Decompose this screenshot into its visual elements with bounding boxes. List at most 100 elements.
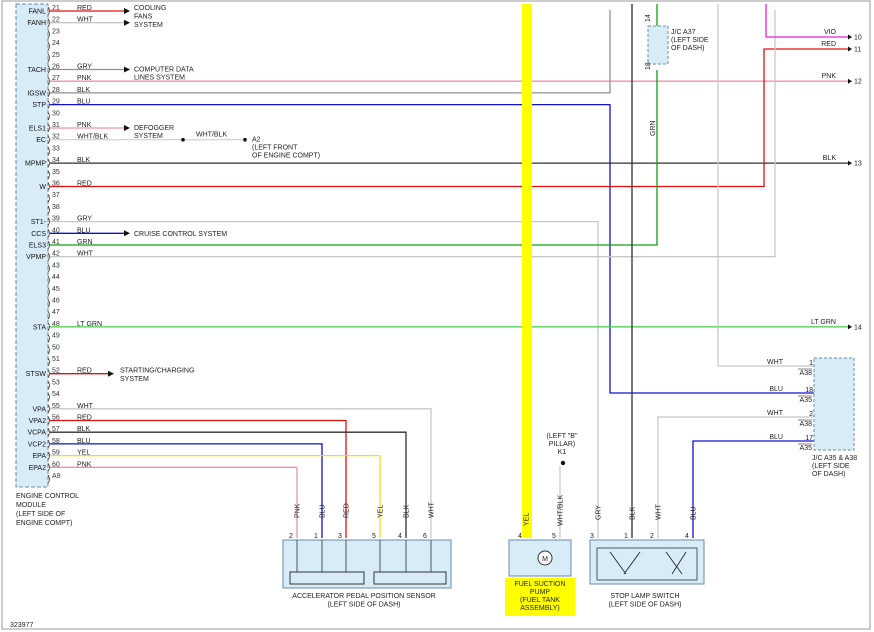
stop-switch-pin-number: 2 (650, 533, 654, 540)
ecm-pin-terminal (47, 18, 50, 27)
wire-color-label: VIO (824, 29, 837, 36)
ecm-pin-number: 27 (52, 75, 60, 82)
ecm-pin-terminal (47, 463, 50, 472)
ecm-pin-terminal (47, 170, 50, 180)
ecm-pin-terminal (47, 275, 50, 285)
wire-appp-3 (50, 419, 347, 538)
wire-color-label: WHT (767, 410, 784, 417)
ecm-pin-terminal (47, 30, 50, 39)
wire-appp-4 (50, 431, 407, 538)
wire-jc-to-stop-blu (692, 440, 814, 538)
wire-color-label: GRY (77, 64, 92, 71)
jc-a35-label-line: OF DASH) (812, 471, 845, 478)
ecm-pin-number: 31 (52, 122, 60, 129)
wire-color-label: LT GRN (77, 321, 102, 328)
ecm-pin-number: 35 (52, 169, 60, 176)
ecm-signal-label: EPA (33, 453, 47, 460)
wire-layer (50, 4, 848, 538)
appp-pin-number: 5 (372, 533, 376, 540)
wire-color-label: BLU (769, 434, 783, 441)
ecm-pin-terminal (47, 264, 50, 273)
appp-pin-number: 6 (423, 533, 427, 540)
appp-pin-number: 4 (398, 533, 402, 540)
arrow-target-label-line: SYSTEM (134, 133, 163, 140)
ecm-pin-number: 41 (52, 239, 60, 246)
ecm-connector-body (15, 3, 49, 488)
ecm-pin-terminal (47, 76, 50, 86)
wire-color-label: WHT/BLK (558, 495, 565, 526)
ecm-pin-number: 38 (52, 204, 60, 211)
ecm-signal-label: FANL (28, 9, 46, 16)
ecm-pin-terminal (47, 147, 50, 156)
ecm-pin-terminal (47, 65, 50, 74)
ecm-signal-label: IGSW (27, 90, 46, 97)
jc-connector-id: A38 (800, 421, 813, 428)
ecm-pin-terminal (47, 182, 50, 191)
ecm-signal-label: ELS3 (29, 243, 46, 250)
stop-switch-frame (596, 547, 698, 581)
wire-els3 (50, 70, 658, 246)
wire-color-label: GRN (77, 239, 93, 246)
appp-pin-number: 3 (338, 533, 342, 540)
ecm-caption-line: MODULE (16, 502, 46, 509)
ecm-pin-number: 51 (52, 356, 60, 363)
wire-color-label: BLU (77, 438, 91, 445)
wire-wht-jc (717, 4, 814, 367)
edge-arrow-icon (848, 324, 852, 330)
ecm-pin-number: 43 (52, 262, 60, 269)
ground-k1-label-line: (LEFT "B" (547, 433, 578, 440)
fuel-pump-label-highlight (505, 578, 575, 616)
wire-color-label: WHT/BLK (77, 134, 108, 141)
wire-igsw (50, 10, 611, 94)
ecm-pin-terminal (47, 252, 50, 261)
ecm-pin-number: 53 (52, 379, 60, 386)
motor-icon (537, 550, 553, 566)
appp-sensor-label-line: ACCELERATOR PEDAL POSITION SENSOR (292, 593, 435, 600)
wire-color-label: WHT/BLK (196, 132, 227, 139)
wire-appp-1 (50, 443, 323, 538)
jc-a37-label-line: OF DASH) (671, 45, 704, 52)
wire-color-label: BLU (77, 99, 91, 106)
ecm-pin-terminal (47, 193, 50, 203)
ecm-pin-number: 28 (52, 87, 60, 94)
ecm-pin-number: 29 (52, 99, 60, 106)
splice-dot (181, 137, 185, 142)
wire-color-label: RED (77, 415, 92, 422)
ecm-pin-number: 45 (52, 286, 60, 293)
ecm-signal-label: VCPA (27, 430, 46, 437)
ecm-pin-terminal (47, 322, 50, 332)
ecm-signal-label: VPA (33, 406, 47, 413)
jc-connector-id: A35 (800, 397, 813, 404)
jc-a35-body (813, 357, 855, 451)
ecm-pin-terminal (47, 381, 50, 390)
wire-color-label: YEL (77, 450, 90, 457)
wire-vio (765, 4, 848, 38)
arrow-icon (124, 19, 130, 26)
ground-k1-icon (560, 460, 566, 466)
ecm-pin-terminal (47, 392, 50, 402)
wire-color-label: BLU (769, 386, 783, 393)
ecm-pin-terminal (47, 369, 50, 378)
wire-color-label: BLK (404, 504, 411, 518)
ecm-pin-number: 26 (52, 64, 60, 71)
fuel-pump-pin-number: 4 (518, 533, 522, 540)
appp-element (373, 571, 447, 585)
arrow-target-label-line: SYSTEM (120, 376, 149, 383)
arrow-target-label-line: COMPUTER DATA (134, 67, 194, 74)
ecm-pin-number: 40 (52, 227, 60, 234)
arrow-target-label-line: SYSTEM (134, 22, 163, 29)
arrow-icon (124, 66, 130, 73)
ecm-pin-number: 25 (52, 52, 60, 59)
jc-a37-body (647, 25, 669, 65)
appp-pin-number: 1 (314, 533, 318, 540)
jc-connector-id: A38 (800, 370, 813, 377)
arrow-icon (124, 8, 130, 14)
ecm-pin-number: 42 (52, 251, 60, 258)
ecm-pin-number: 30 (52, 110, 60, 117)
fuel-pump-wire-highlight (522, 4, 532, 538)
ecm-pin-number: 50 (52, 344, 60, 351)
ecm-signal-label: ELS1 (29, 126, 46, 133)
ground-a2-label-line: (LEFT FRONT (252, 145, 298, 152)
ecm-pin-terminal (47, 135, 50, 144)
